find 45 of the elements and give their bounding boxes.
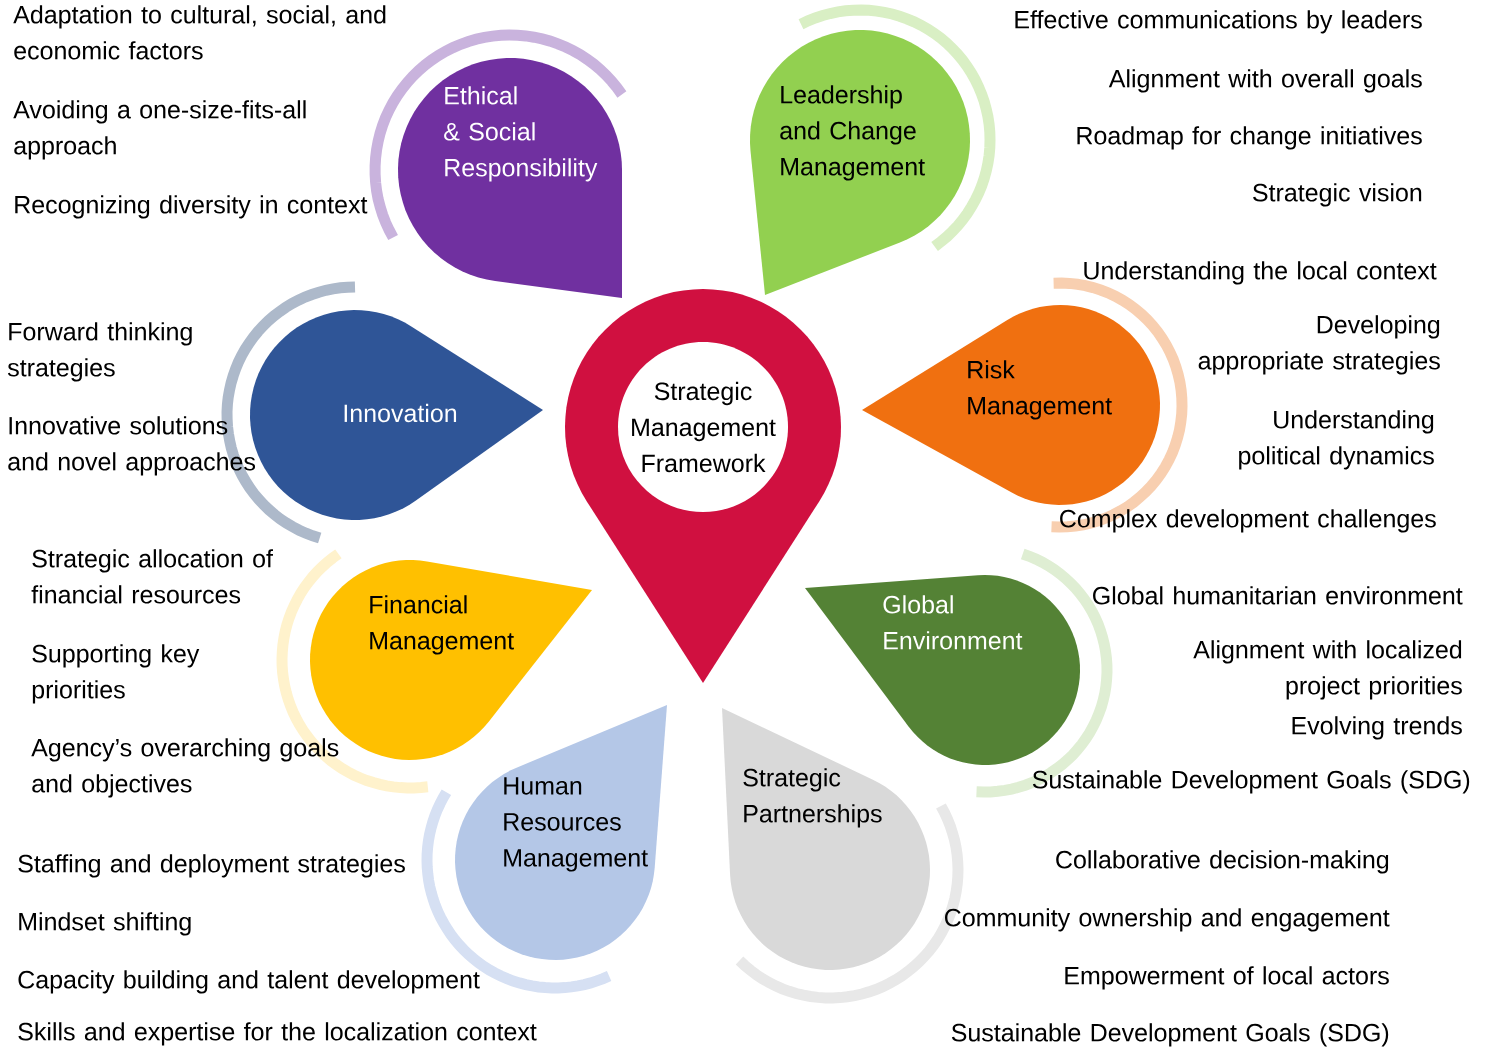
bullet-text: Recognizing diversity in context bbox=[15, 195, 368, 219]
bullet-text: Alignment with overall goals bbox=[1108, 69, 1422, 93]
bullet-text: Staffing and deployment strategies bbox=[18, 854, 405, 878]
bullet-text: Empowerment of local actors bbox=[1065, 966, 1389, 990]
bullet-text: Strategic allocation of financial resources bbox=[31, 549, 273, 604]
petal-shape bbox=[722, 708, 930, 970]
ring-arc bbox=[369, 29, 627, 241]
bullet-text: Mindset shifting bbox=[19, 912, 191, 936]
petal-label: Global Environment bbox=[883, 595, 1023, 650]
petal-shape bbox=[455, 705, 667, 960]
petal-label: Leadership and Change Management bbox=[780, 85, 925, 181]
bullet-text: Strategic vision bbox=[1253, 183, 1422, 207]
bullet-text: Global humanitarian environment bbox=[1093, 586, 1463, 605]
bullet-text: Effective communications by leaders bbox=[1015, 10, 1422, 34]
petal-label: Ethical & Social Responsibility bbox=[444, 86, 598, 182]
bullet-text: Supporting key priorities bbox=[32, 644, 200, 704]
bullet-text: Evolving trends bbox=[1292, 716, 1462, 740]
petal-label: Strategic Partnerships bbox=[743, 768, 882, 828]
petal-shape bbox=[805, 575, 1080, 765]
bullet-text: Capacity building and talent development bbox=[18, 970, 480, 994]
bullet-text: Innovative solutions and novel approaches bbox=[8, 416, 255, 476]
bullet-text: Community ownership and engagement bbox=[945, 908, 1390, 932]
center-label: Strategic Management Framework bbox=[632, 381, 776, 473]
bullet-text: Avoiding a one-size-fits-all approach bbox=[13, 100, 306, 160]
bullet-text: Developing appropriate strategies bbox=[1198, 315, 1440, 375]
bullet-text: Understanding the local context bbox=[1084, 261, 1437, 285]
petal-label: Financial Management bbox=[370, 595, 514, 655]
bullet-text: Understanding political dynamics bbox=[1239, 410, 1434, 470]
bullet-text: Collaborative decision-making bbox=[1056, 850, 1389, 874]
bullet-text: Adaptation to cultural, social, and economic factors bbox=[13, 5, 386, 60]
petal-shape bbox=[750, 30, 970, 295]
petal-shape bbox=[398, 58, 622, 298]
bullet-text: Sustainable Development Goals (SDG) bbox=[1032, 770, 1470, 794]
bullet-text: Roadmap for change initiatives bbox=[1077, 126, 1422, 150]
bullet-text: Forward thinking strategies bbox=[7, 322, 192, 382]
bullet-text: Skills and expertise for the localization context bbox=[18, 1022, 537, 1046]
bullet-text: Alignment with localized project priorities bbox=[1193, 640, 1462, 700]
map-pin bbox=[565, 289, 841, 683]
petal-label: Human Resources Management bbox=[504, 777, 648, 872]
bullet-text: Sustainable Development Goals (SDG) bbox=[951, 1023, 1389, 1047]
bullet-text: Agency’s overarching goals and objectives bbox=[31, 738, 339, 798]
petal-label: Risk Management bbox=[968, 360, 1112, 420]
petal-shape bbox=[862, 305, 1160, 505]
bullet-text: Complex development challenges bbox=[1060, 509, 1436, 533]
petal-label: Innovation bbox=[344, 403, 457, 423]
